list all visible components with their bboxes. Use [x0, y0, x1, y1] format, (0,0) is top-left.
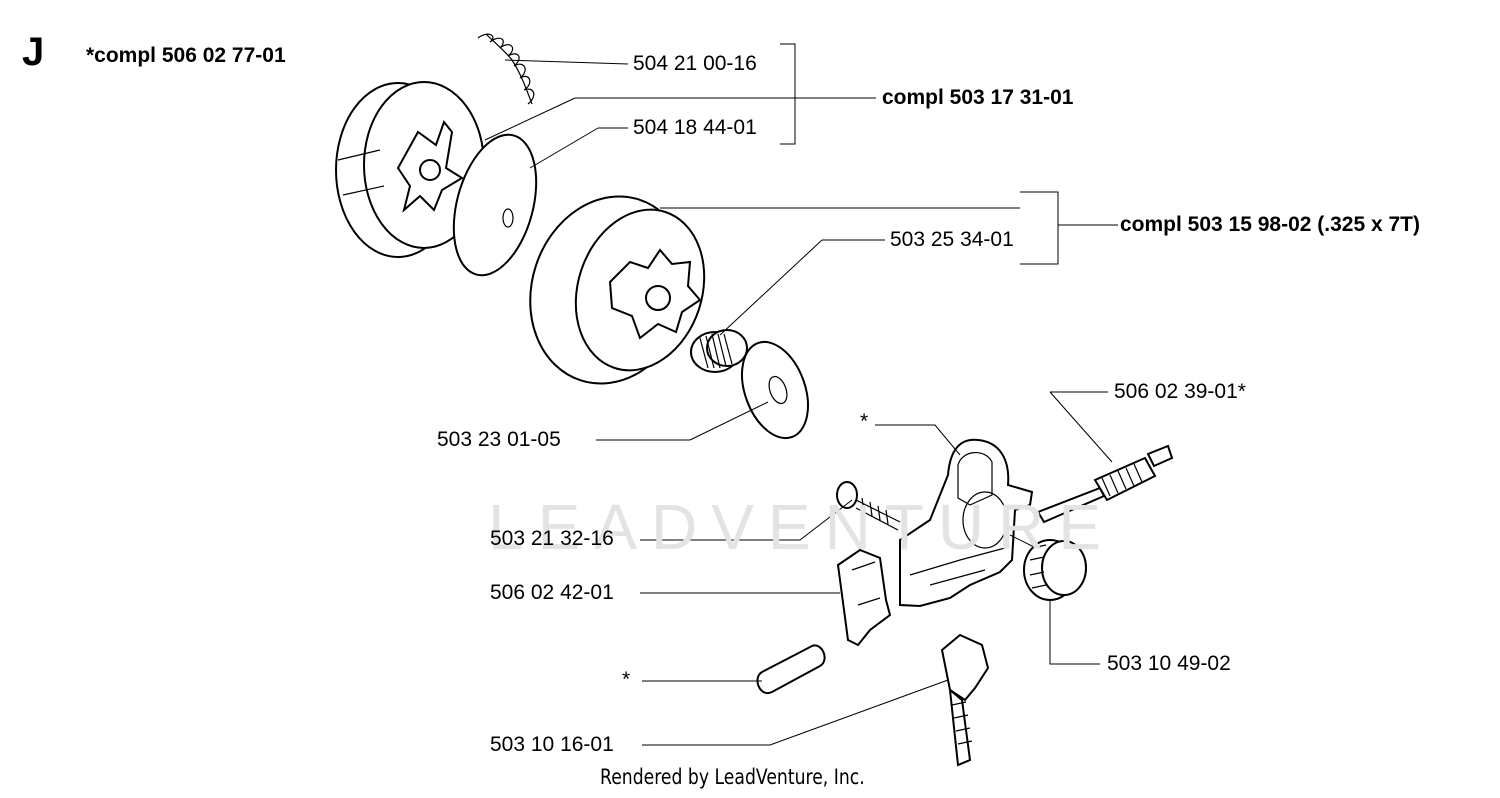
clutch-drum — [529, 195, 706, 385]
pump-plunger — [836, 548, 892, 647]
oil-pump-housing — [899, 438, 1034, 608]
part-label-503-10-49-02: 503 10 49-02 — [1107, 652, 1231, 675]
clutch-shoes — [335, 81, 485, 258]
part-label-506-02-42-01: 506 02 42-01 — [490, 581, 614, 604]
leader-lines — [484, 43, 1118, 746]
part-label-504-21-00-16: 504 21 00-16 — [633, 52, 757, 75]
part-label-oil-pump-star: * — [860, 410, 869, 433]
oil-nozzle — [940, 633, 990, 767]
assembly-label-503-17-31-01: compl 503 17 31-01 — [882, 86, 1074, 109]
footer-credit: Rendered by LeadVenture, Inc. — [600, 765, 865, 789]
clutch-spring — [477, 33, 535, 105]
pin — [756, 644, 826, 695]
worm-gear-shaft — [1036, 444, 1174, 524]
needle-bearing — [690, 329, 748, 373]
part-label-503-23-01-05: 503 23 01-05 — [437, 428, 561, 451]
part-label-pin-star: * — [622, 668, 631, 691]
seal-bushing — [1023, 539, 1087, 601]
clutch-cover-washer — [452, 133, 538, 277]
thrust-washer — [741, 340, 809, 440]
section-letter: J — [22, 30, 45, 74]
part-label-503-25-34-01: 503 25 34-01 — [890, 228, 1014, 251]
part-label-506-02-39-01: 506 02 39-01* — [1114, 380, 1246, 403]
part-label-503-21-32-16: 503 21 32-16 — [490, 527, 614, 550]
assembly-header: *compl 506 02 77-01 — [86, 44, 286, 67]
part-label-504-18-44-01: 504 18 44-01 — [633, 116, 757, 139]
part-label-503-10-16-01: 503 10 16-01 — [490, 733, 614, 756]
pump-screw — [836, 481, 901, 531]
assembly-label-503-15-98-02: compl 503 15 98-02 (.325 x 7T) — [1120, 213, 1420, 236]
watermark: LEADVENTURE — [488, 491, 1115, 563]
